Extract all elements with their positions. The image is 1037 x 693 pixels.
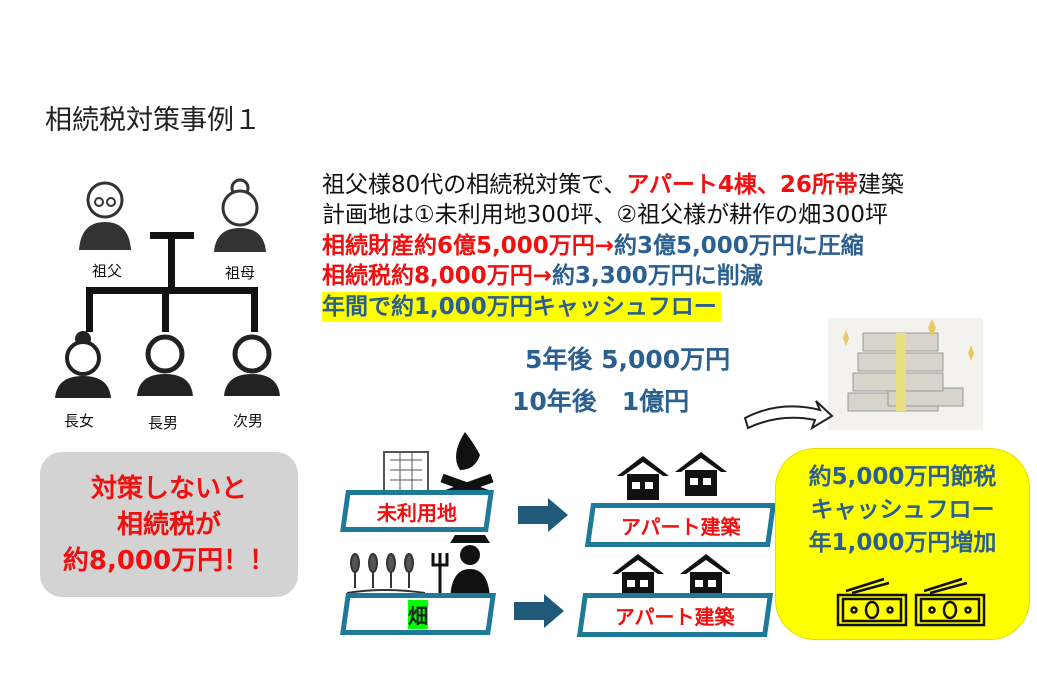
warning-line2: 相続税が: [116, 509, 221, 540]
apartment-build-box-1: アパート建築: [584, 503, 777, 547]
projection-5-years: 5年後 5,000万円: [525, 345, 731, 374]
summary-line1: 祖父様80代の相続税対策で、アパート4棟、26所帯建築: [322, 172, 904, 198]
result-line3: 年1,000万円増加: [808, 530, 997, 556]
grandfather-icon: [79, 181, 131, 250]
son-icon: [137, 334, 193, 396]
summary-line2: 計画地は①未利用地300坪、②祖父様が耕作の畑300坪: [322, 202, 889, 228]
unused-land-box: 未利用地: [340, 490, 494, 532]
arrow-right-icon: [514, 594, 564, 628]
second-son-label: 次男: [233, 412, 264, 430]
warning-line3: 約8,000万円！！: [62, 545, 276, 576]
grandfather-label: 祖父: [92, 262, 123, 280]
summary-line5: 年間で約1,000万円キャッシュフロー: [322, 292, 721, 322]
warning-box: 対策しないと 相続税が 約8,000万円！！: [40, 452, 298, 597]
eldest-son-label: 長男: [148, 414, 179, 432]
field-label: 畑: [408, 599, 428, 629]
unused-land-label: 未利用地: [377, 500, 457, 525]
apartment-build-box-2: アパート建築: [576, 593, 774, 637]
result-line2: キャッシュフロー: [810, 497, 995, 523]
arrow-right-icon: [518, 498, 568, 532]
apartment-build-label-2: アパート建築: [615, 604, 735, 629]
grandmother-icon: [214, 178, 266, 252]
field-box: 畑: [340, 593, 496, 635]
cash-bills-icon: [836, 577, 986, 627]
grandparents-icons: [79, 178, 266, 252]
result-line1: 約5,000万円節税: [808, 464, 997, 490]
houses-icon: [617, 452, 727, 500]
second-son-icon: [224, 334, 280, 396]
curved-arrow-icon: [743, 400, 834, 431]
result-box: 約5,000万円節税 キャッシュフロー 年1,000万円増加: [775, 448, 1030, 640]
children-icons: [55, 331, 280, 398]
slide-title: 相続税対策事例１: [45, 105, 261, 136]
houses-icon: [612, 554, 730, 594]
daughter-icon: [55, 331, 111, 398]
eldest-daughter-label: 長女: [64, 412, 95, 430]
projection-10-years: 10年後 1億円: [512, 387, 690, 416]
grandmother-label: 祖母: [225, 264, 256, 282]
summary-line4: 相続税約8,000万円→約3,300万円に削減: [322, 263, 763, 289]
warning-line1: 対策しないと: [90, 473, 247, 504]
apartment-build-label-1: アパート建築: [620, 514, 741, 539]
money-stack-image: [828, 318, 983, 430]
summary-line3: 相続財産約6億5,000万円→約3億5,000万円に圧縮: [322, 233, 864, 259]
